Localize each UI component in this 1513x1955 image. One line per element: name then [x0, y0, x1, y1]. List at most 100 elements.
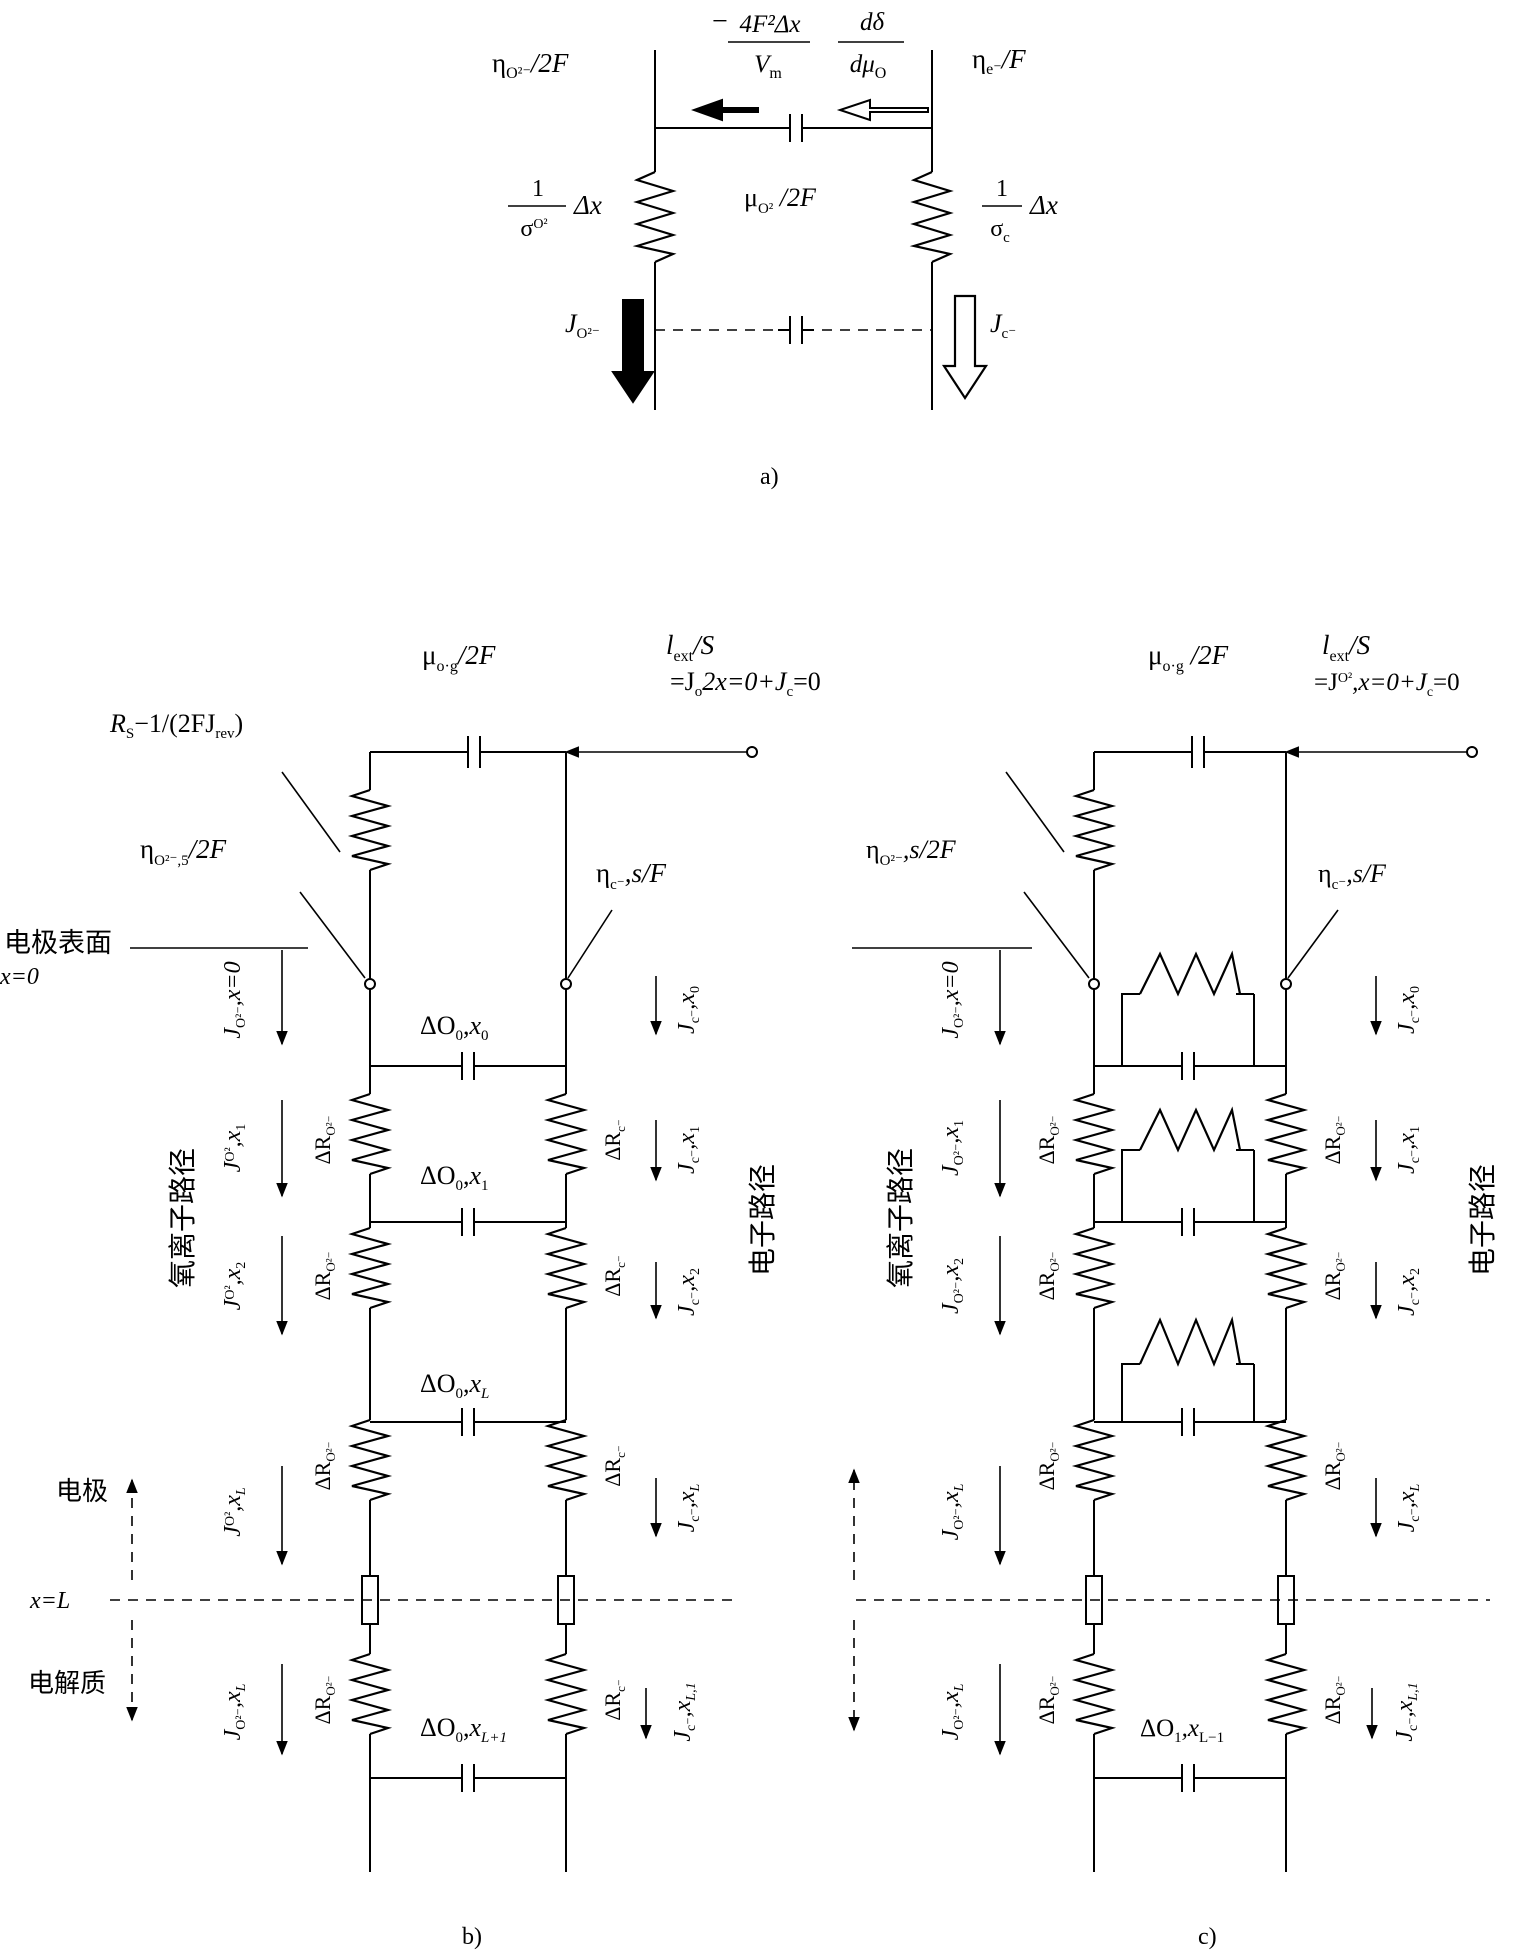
- panel-a-res-left-den: σO²: [520, 216, 547, 242]
- panel-b-eta-right-label: ηc⁻,s/F: [596, 858, 666, 893]
- panel-c-top-cap-label: μo·g /2F: [1148, 640, 1229, 675]
- panel-b-cap-label-1: ΔO0,x1: [420, 1161, 489, 1194]
- panel-b-top-capacitor: [370, 736, 566, 768]
- panel-c-cap-0: [1094, 1052, 1286, 1080]
- panel-b-iext-eq: =Jo2x=0+Jc=0: [670, 667, 821, 700]
- panel-c-res-left-1: [1071, 1092, 1117, 1176]
- panel-b-node-right: [560, 978, 572, 990]
- panel-b-res-right-L1: [543, 1652, 589, 1736]
- panel-b-cap-0: [370, 1052, 566, 1080]
- panel-b-dr-left-2: ΔRO²⁻: [310, 1252, 338, 1301]
- panel-a-top-capacitor: [655, 114, 932, 142]
- panel-b: μo·g/2F lext/S =Jo2x=0+Jc=0 RS−1/(2FJrev…: [0, 630, 821, 1950]
- panel-b-x0-label: x=0: [0, 964, 39, 990]
- panel-c-res-left-L: [1071, 1418, 1117, 1502]
- panel-a-electron-flux-arrow-icon: [941, 294, 989, 401]
- panel-b-xL-label: x=L: [29, 1588, 70, 1614]
- panel-b-res-left-1: [347, 1092, 393, 1176]
- panel-c-rc-wire-1: [1121, 1149, 1255, 1222]
- panel-b-eta-left-pointer: [299, 891, 366, 979]
- panel-b-dr-right-1: ΔRc⁻: [600, 1119, 628, 1160]
- panel-b-electron-path-label: 电子路径: [746, 1164, 779, 1276]
- panel-a-res-left-num: 1: [532, 176, 544, 202]
- panel-a-left-resistor: [632, 170, 677, 264]
- panel-c-rc-wire-0: [1121, 993, 1255, 1066]
- panel-a-right-top-label: ηe⁻/F: [972, 44, 1026, 78]
- panel-b-rs-pointer: [281, 771, 341, 853]
- panel-b-res-left-L1: [347, 1652, 393, 1736]
- panel-c-cap-bottom: [1094, 1764, 1286, 1792]
- panel-c-dr-right-4: ΔRO²⁻: [1320, 1676, 1348, 1725]
- panel-c-res-right-L: [1263, 1418, 1309, 1502]
- panel-b-cap-label-L1: ΔO0,xL+1: [420, 1713, 507, 1746]
- panel-a-res-right-num: 1: [996, 176, 1008, 202]
- panel-a: ηO²⁻/2F ηe⁻/F − 4F²Δx Vm dδ dμO 1 σO² Δx…: [492, 6, 1058, 490]
- panel-c-dr-right-3: ΔRO²⁻: [1320, 1442, 1348, 1491]
- panel-c-rs-resistor: [1071, 788, 1117, 872]
- panel-c-eta-right-pointer: [1287, 909, 1339, 979]
- panel-a-res-right-den: σc: [990, 216, 1010, 246]
- panel-c-jl-label-1: JO²⁻,x1: [938, 1120, 967, 1176]
- panel-c-dr-right-1: ΔRO²⁻: [1320, 1116, 1348, 1165]
- panel-a-caption: a): [760, 464, 779, 490]
- panel-c-iext-label: lext/S: [1322, 630, 1371, 665]
- panel-c-dr-left-4: ΔRO²⁻: [1034, 1676, 1062, 1725]
- panel-c-terminal: [1466, 746, 1478, 758]
- panel-c-eta-left-label: ηO²⁻,s/2F: [866, 835, 957, 869]
- panel-c-res-left-L1: [1071, 1652, 1117, 1736]
- panel-a-cap-num1: 4F²Δx: [739, 11, 800, 38]
- panel-c-dr-right-2: ΔRO²⁻: [1320, 1252, 1348, 1301]
- panel-c-jr-label-3: Jc⁻,xL: [1394, 1483, 1423, 1532]
- panel-c-rs-pointer: [1005, 771, 1065, 853]
- panel-b-jl-label-0: JO²⁻,x=0: [220, 961, 249, 1038]
- panel-a-j-left: JO²⁻: [565, 309, 600, 342]
- panel-b-cap-L: [370, 1408, 566, 1436]
- panel-b-res-right-L: [543, 1418, 589, 1502]
- panel-c-electron-path-label: 电子路径: [1466, 1164, 1499, 1276]
- panel-c-jr-label-2: Jc⁻,x2: [1394, 1268, 1423, 1316]
- panel-a-right-resistor: [909, 170, 954, 264]
- panel-c-rc-wire-2: [1121, 1363, 1255, 1422]
- panel-c-caption: c): [1198, 1924, 1217, 1950]
- panel-a-j-right: Jc⁻: [990, 309, 1016, 342]
- panel-b-node-left: [364, 978, 376, 990]
- panel-c-bottom-cap-label: ΔO1,xL−1: [1140, 1715, 1224, 1746]
- panel-b-eta-right-pointer: [567, 909, 613, 979]
- panel-c-jr-label-1: Jc⁻,x1: [1394, 1126, 1423, 1174]
- panel-c-rc-res-1: [1139, 1106, 1242, 1153]
- panel-c-rc-res-0: [1139, 950, 1242, 997]
- panel-b-cap-label-0: ΔO0,x0: [420, 1011, 489, 1044]
- panel-b-jr-label-2: Jc⁻,x2: [674, 1268, 703, 1316]
- panel-a-left-top-label: ηO²⁻/2F: [492, 48, 569, 82]
- panel-b-caption: b): [462, 1924, 482, 1950]
- panel-b-dr-left-4: ΔRO²⁻: [310, 1676, 338, 1725]
- panel-b-jr-label-0: Jc⁻,x0: [674, 986, 703, 1034]
- panel-b-dr-right-4: ΔRc⁻: [600, 1679, 628, 1720]
- panel-b-res-left-L: [347, 1418, 393, 1502]
- panel-a-middle-label: μO² /2F: [744, 183, 817, 217]
- panel-b-res-left-2: [347, 1226, 393, 1310]
- panel-c-jl-label-3: JO²⁻,xL: [938, 1483, 967, 1540]
- panel-b-dr-left-1: ΔRO²⁻: [310, 1116, 338, 1165]
- panel-b-cap-L1: [370, 1764, 566, 1792]
- panel-c-res-right-L1: [1263, 1652, 1309, 1736]
- panel-b-res-right-1: [543, 1092, 589, 1176]
- panel-b-res-right-2: [543, 1226, 589, 1310]
- panel-c-dr-left-1: ΔRO²⁻: [1034, 1116, 1062, 1165]
- panel-c-node-left: [1088, 978, 1100, 990]
- panel-b-rs-resistor: [347, 788, 393, 872]
- panel-c-jl-label-4: JO²⁻,xL: [938, 1683, 967, 1740]
- panel-b-electrode-label: 电极: [56, 1477, 108, 1507]
- panel-c-jr-label-0: Jc⁻,x0: [1394, 986, 1423, 1034]
- panel-b-surface-label: 电极表面: [4, 928, 112, 959]
- panel-b-jl-label-3: JO²,xL: [220, 1487, 249, 1537]
- panel-b-cap-label-L: ΔO0,xL: [420, 1369, 489, 1402]
- panel-a-cap-den1: Vm: [754, 51, 782, 82]
- panel-c-rc-res-2: [1138, 1316, 1242, 1367]
- panel-b-ion-path-label: 氧离子路径: [166, 1148, 199, 1288]
- panel-c-dr-left-2: ΔRO²⁻: [1034, 1252, 1062, 1301]
- panel-c-res-left-2: [1071, 1226, 1117, 1310]
- panel-a-electron-arrow-icon: [836, 98, 929, 122]
- panel-c-res-right-1: [1263, 1092, 1309, 1176]
